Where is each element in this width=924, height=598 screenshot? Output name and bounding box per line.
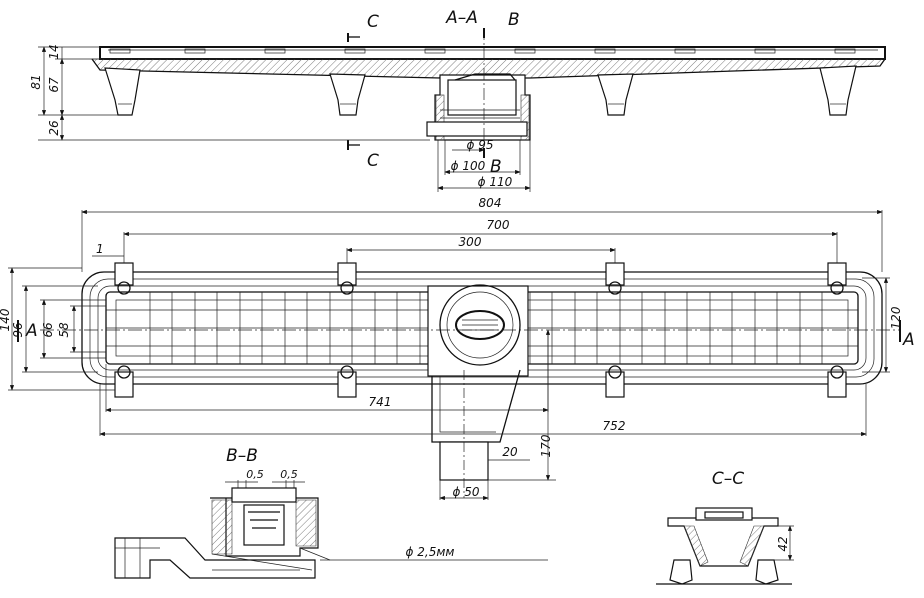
section-aa-dims: 81 14 67 26 ɸ 95 ɸ 100 ɸ 110 <box>29 44 531 192</box>
label-bb: B–B <box>226 446 258 466</box>
dim-96: 96 <box>11 322 25 338</box>
grate-slots <box>109 48 856 54</box>
plan-view: A A 804 700 300 1 741 <box>0 196 915 501</box>
dim-81: 81 <box>29 74 43 89</box>
label-b-top: B <box>508 10 520 30</box>
dim-d110: ɸ 110 <box>478 175 513 189</box>
dim-42: 42 <box>776 536 790 551</box>
dim-1: 1 <box>96 242 104 256</box>
dim-120: 120 <box>889 306 903 329</box>
section-bb-view: B–B 0,5 0,5 ɸ 2,5мм <box>114 446 548 579</box>
section-aa-view: 81 14 67 26 ɸ 95 ɸ 100 ɸ 110 A–A B B C C <box>29 8 886 192</box>
dim-140: 140 <box>0 308 12 331</box>
label-aa: A–A <box>445 8 478 28</box>
label-cc: C–C <box>712 469 744 489</box>
grate-grid <box>106 292 858 364</box>
dim-d50: ɸ 50 <box>453 485 480 499</box>
dim-58: 58 <box>57 322 71 338</box>
dim-66: 66 <box>41 322 55 338</box>
plan-vertical-dims: 140 96 66 58 120 170 <box>0 267 903 481</box>
dim-804: 804 <box>479 196 502 210</box>
mounting-brackets <box>114 262 847 398</box>
dim-741: 741 <box>369 395 392 409</box>
label-c-bottom: C <box>367 151 379 171</box>
label-a-left: A <box>25 321 38 341</box>
drain-plan <box>427 284 529 498</box>
dim-20: 20 <box>502 445 518 459</box>
support-legs <box>104 65 857 116</box>
dim-300: 300 <box>459 235 482 249</box>
siphon <box>426 73 531 141</box>
dim-14: 14 <box>47 44 61 59</box>
dim-05-right: 0,5 <box>280 468 298 481</box>
dim-d95: ɸ 95 <box>467 138 494 152</box>
dim-170: 170 <box>539 434 553 457</box>
label-c-top: C <box>367 12 379 32</box>
dim-752: 752 <box>603 419 626 433</box>
section-cc-view: C–C 42 <box>656 469 794 585</box>
dim-d100: ɸ 100 <box>451 159 486 173</box>
dim-wire: ɸ 2,5мм <box>406 545 455 559</box>
label-a-right: A <box>902 330 915 350</box>
dim-05-left: 0,5 <box>246 468 264 481</box>
dim-700: 700 <box>487 218 510 232</box>
dim-67: 67 <box>47 77 61 93</box>
label-b-bottom: B <box>490 157 502 177</box>
dim-26: 26 <box>47 120 61 136</box>
